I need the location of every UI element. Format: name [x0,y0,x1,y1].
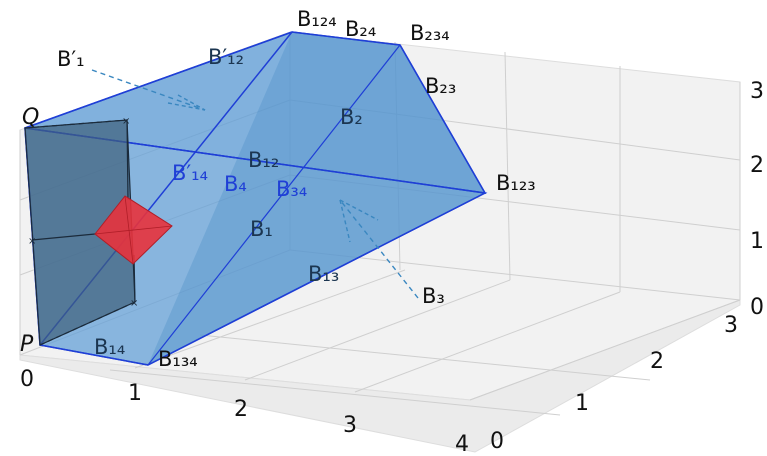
face-label-B4: B₄ [224,172,247,196]
edge-B13 [147,192,486,366]
annotation-arrows [91,69,419,299]
red-cube [94,195,173,265]
y-tick-label: 0 [490,429,504,454]
y-tick-label: 2 [650,349,664,374]
x-axis-ticks: 0 1 2 3 4 [20,367,469,456]
vertex-marker: × [122,116,130,127]
edge-label-B13: B₁₃ [308,262,339,286]
face-labels: B₁ B₂ B₃ B₄ B′₁ [57,47,445,308]
y-tick-label: 3 [724,313,738,338]
vertex-label-B124: B₁₂₄ [297,7,337,31]
edge-B23 [399,44,486,194]
vertex-labels: Q P B₁₂₄ B₂₃₄ B₁₂₃ B₁₃₄ [20,7,536,371]
vertex-label-B134: B₁₃₄ [158,347,198,371]
arrow-B1p [91,69,206,111]
x-tick-label: 3 [343,413,357,438]
edge-label-B34: B₃₄ [276,177,307,201]
z-axis-ticks: 0 1 2 3 [750,79,764,320]
x-tick-label: 1 [128,381,142,406]
face-label-B2: B₂ [340,105,363,129]
edge-label-B12: B₁₂ [248,148,279,172]
edge-B14 [39,344,149,366]
y-tick-label: 1 [575,391,589,416]
edge-label-B23: B₂₃ [425,74,456,98]
z-tick-label: 3 [750,79,764,104]
arrow-B3 [339,199,419,299]
edge-B24 [291,31,401,46]
z-tick-label: 1 [750,229,764,254]
x-tick-label: 4 [455,432,469,456]
vertex-label-B234: B₂₃₄ [410,21,450,45]
z-tick-label: 2 [750,153,764,178]
edge-label-B12-prime: B′₁₂ [208,45,244,69]
edge-label-B14-prime: B′₁₄ [172,161,208,185]
prism-back-face [148,32,485,365]
z-tick-label: 0 [750,295,764,320]
x-tick-label: 2 [234,397,248,422]
face-label-B3: B₃ [422,284,445,308]
face-label-B1: B₁ [250,217,273,241]
edge-B234-B134 [147,44,401,366]
edge-Q-B124 [24,31,293,129]
edge-label-B14: B₁₄ [94,335,125,359]
edge-labels: B₂₄ B₂₃ B₁₂ B₁₃ B₁₄ B₃₄ B′₁₂ B′₁₄ [94,17,456,359]
vertex-label-B123: B₁₂₃ [496,171,536,195]
face-label-B1-prime: B′₁ [57,47,85,71]
edge-label-B24: B₂₄ [345,17,376,41]
vertex-marker: × [28,236,36,247]
vertex-label-Q: Q [22,105,39,130]
vertex-label-P: P [20,332,34,357]
prism [24,31,488,366]
vertex-marker: × [130,298,138,309]
side-face: × × × [24,116,138,346]
y-axis-ticks: 0 1 2 3 [490,313,738,454]
x-tick-label: 0 [20,367,34,392]
